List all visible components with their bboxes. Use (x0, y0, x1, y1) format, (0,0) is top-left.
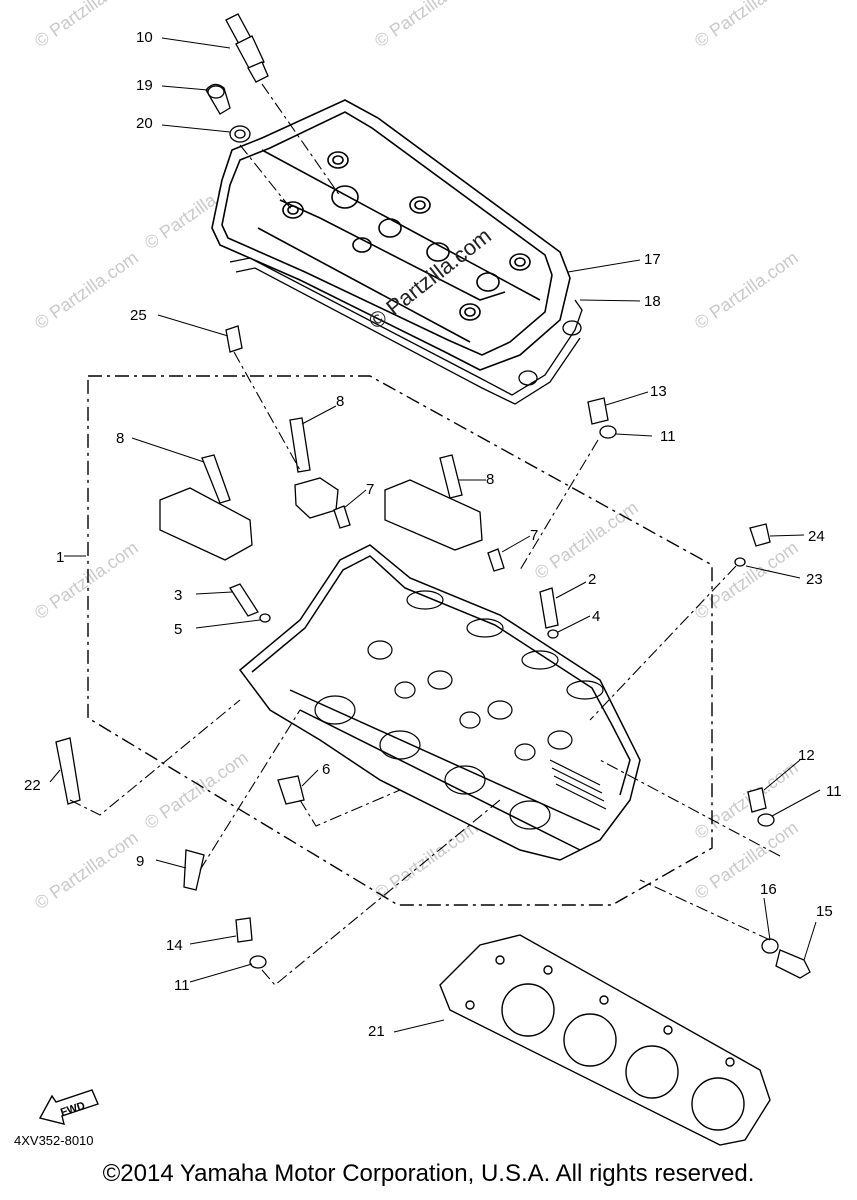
callout-11: 11 (660, 428, 676, 445)
forward-arrow-icon: FWD (38, 1089, 99, 1125)
callout-6: 6 (322, 761, 330, 778)
callout-12: 12 (798, 747, 815, 764)
assembly-boundary (87, 375, 713, 906)
spark-plug (225, 13, 269, 83)
cover-bolt-and-washer (205, 83, 251, 143)
callout-25: 25 (130, 307, 147, 324)
watermark-text: © Partzilla.com (691, 0, 802, 51)
callout-11: 11 (174, 977, 190, 994)
valve-cover (211, 99, 571, 371)
cylinder-head-details (314, 590, 607, 830)
callout-8: 8 (116, 430, 124, 447)
part-code: 4XV352-8010 (14, 1133, 94, 1148)
assembly-lines (69, 83, 781, 986)
watermark-text: © Partzilla.com (691, 537, 802, 623)
callout-23: 23 (806, 571, 823, 588)
callout-1: 1 (56, 549, 64, 566)
callout-15: 15 (816, 903, 833, 920)
watermark-text: © Partzilla.com (31, 247, 142, 333)
callout-14: 14 (166, 937, 183, 954)
callout-22: 22 (24, 777, 41, 794)
callout-leaders (49, 37, 821, 1033)
callout-2: 2 (588, 571, 596, 588)
watermark-text: © Partzilla.com (31, 0, 142, 51)
callout-10: 10 (136, 29, 153, 46)
watermark-text: © Partzilla.com (31, 537, 142, 623)
callout-3: 3 (174, 587, 182, 604)
callout-8: 8 (486, 471, 494, 488)
callout-24: 24 (808, 528, 825, 545)
callout-11: 11 (826, 783, 842, 800)
watermark-text: © Partzilla.com (531, 497, 642, 583)
valve-cover-gasket (229, 257, 583, 405)
callout-9: 9 (136, 853, 144, 870)
copyright-footer: ©2014 Yamaha Motor Corporation, U.S.A. A… (102, 1160, 755, 1187)
callout-20: 20 (136, 115, 153, 132)
callout-7: 7 (530, 527, 538, 544)
watermark-text: © Partzilla.com (371, 0, 482, 51)
small-fasteners (55, 325, 811, 979)
exploded-view-svg: © Partzilla.com© Partzilla.com© Partzill… (24, 0, 842, 1146)
watermark-text: © Partzilla.com (141, 747, 252, 833)
cylinder-head-gasket (439, 934, 771, 1146)
callout-7: 7 (366, 481, 374, 498)
callout-19: 19 (136, 77, 153, 94)
callout-16: 16 (760, 881, 777, 898)
callout-21: 21 (368, 1023, 385, 1040)
watermark-text: © Partzilla.com (691, 247, 802, 333)
callout-4: 4 (592, 608, 600, 625)
camshaft-caps (159, 417, 483, 561)
callout-18: 18 (644, 293, 661, 310)
callout-labels: 1234567788891011111112131415161718192021… (24, 29, 842, 1040)
callout-17: 17 (644, 251, 661, 268)
callout-13: 13 (650, 383, 667, 400)
callout-5: 5 (174, 621, 182, 638)
watermark-text: © Partzilla.com (31, 827, 142, 913)
cylinder-head (238, 544, 641, 861)
callout-8: 8 (336, 393, 344, 410)
